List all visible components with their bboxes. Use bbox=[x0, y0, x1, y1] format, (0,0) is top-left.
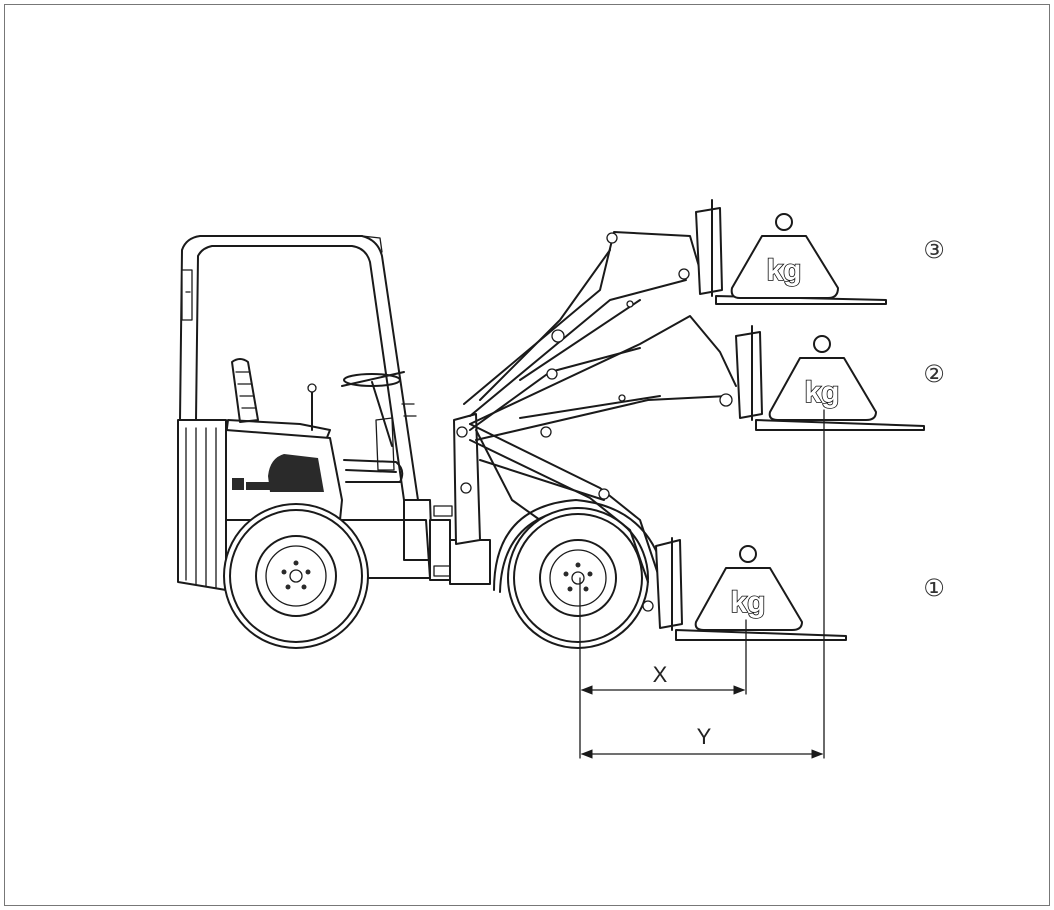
front-wheel bbox=[493, 499, 661, 649]
position-marker-2: ② bbox=[923, 360, 945, 388]
weight-label-1: kg bbox=[730, 586, 765, 619]
weight-label-3: kg bbox=[766, 254, 801, 287]
weight-label-2: kg bbox=[804, 376, 839, 409]
operator-seat bbox=[225, 358, 331, 441]
loader-tower bbox=[433, 413, 541, 545]
position-marker-1: ① bbox=[923, 574, 945, 602]
dimension-lines: X Y bbox=[579, 409, 825, 759]
weight-position-1: kg bbox=[694, 545, 803, 631]
loader-machine bbox=[177, 235, 661, 649]
rear-wheel bbox=[223, 503, 369, 649]
position-marker-3: ③ bbox=[923, 236, 945, 264]
cab-frame bbox=[179, 235, 419, 501]
y-dimension-label: Y bbox=[697, 724, 712, 749]
x-dimension-label: X bbox=[653, 662, 668, 687]
loader-arm-position-1 bbox=[469, 423, 847, 641]
weight-position-3: kg bbox=[730, 213, 839, 299]
steering-wheel bbox=[307, 371, 405, 447]
weight-position-2: kg bbox=[768, 335, 877, 421]
loader-arm-position-2 bbox=[469, 315, 925, 441]
